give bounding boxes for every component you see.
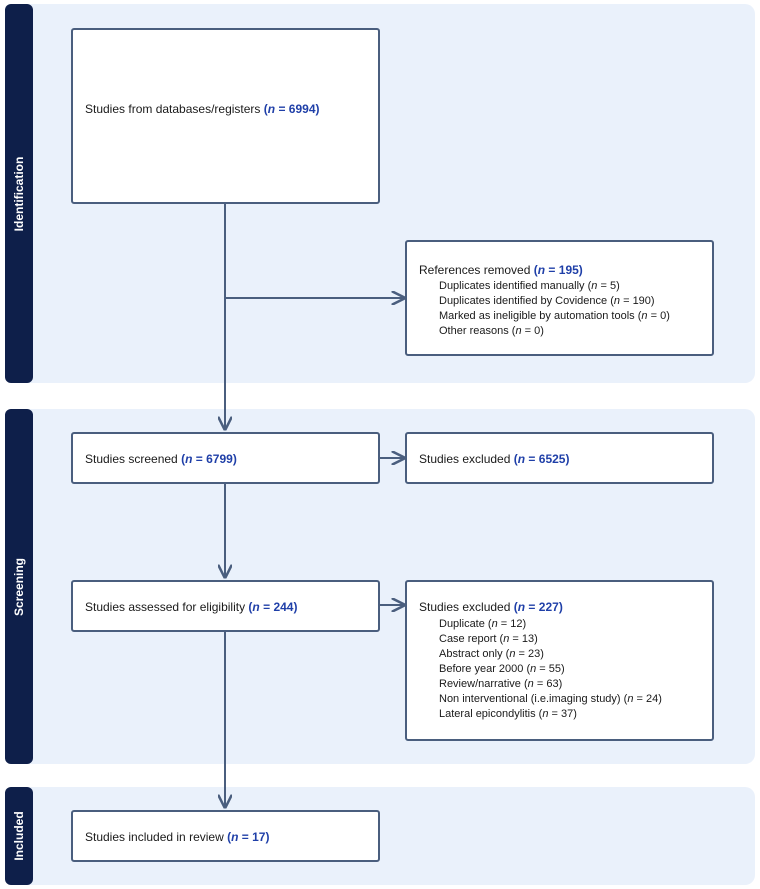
included-label-text: Included [12,811,26,861]
studies-excluded-eligibility-label: Studies excluded [419,600,511,614]
studies-included-label: Studies included in review [85,830,224,844]
list-item: Other reasons (n = 0) [439,325,544,337]
references-removed-box: References removed (n = 195) Duplicates … [405,240,714,356]
studies-excluded-screening-text: Studies excluded (n = 6525) [419,452,570,466]
screening-label-text: Screening [12,557,26,616]
studies-excluded-eligibility-box: Studies excluded (n = 227) Duplicate (n … [405,580,714,741]
list-item: Duplicates identified by Covidence (n = … [439,295,655,307]
databases-box: Studies from databases/registers (n = 69… [71,28,380,204]
references-removed-text: References removed (n = 195) [419,263,583,277]
studies-excluded-eligibility-count: 227 [538,600,559,614]
references-removed-label: References removed [419,263,531,277]
studies-included-count: 17 [252,830,266,844]
eligibility-label: Studies assessed for eligibility [85,600,246,614]
databases-text: Studies from databases/registers (n = 69… [85,102,320,116]
screening-label: Screening [5,409,33,764]
studies-included-box: Studies included in review (n = 17) [71,810,380,862]
list-item: Non interventional (i.e.imaging study) (… [439,693,662,705]
list-item: Duplicate (n = 12) [439,618,527,630]
identification-label-text: Identification [12,156,26,231]
studies-screened-text: Studies screened (n = 6799) [85,452,237,466]
list-item: Before year 2000 (n = 55) [439,663,565,675]
studies-screened-count: 6799 [206,452,233,466]
databases-label: Studies from databases/registers [85,102,261,116]
list-item: Case report (n = 13) [439,633,538,645]
list-item: Review/narrative (n = 63) [439,678,563,690]
studies-included-text: Studies included in review (n = 17) [85,830,270,844]
identification-label: Identification [5,4,33,383]
studies-excluded-eligibility-text: Studies excluded (n = 227) [419,600,563,614]
eligibility-box: Studies assessed for eligibility (n = 24… [71,580,380,632]
studies-excluded-screening-label: Studies excluded [419,452,511,466]
eligibility-text: Studies assessed for eligibility (n = 24… [85,600,298,614]
databases-count: 6994 [288,102,316,116]
studies-screened-box: Studies screened (n = 6799) [71,432,380,484]
list-item: Duplicates identified manually (n = 5) [439,280,620,292]
list-item: Lateral epicondylitis (n = 37) [439,708,577,720]
included-label: Included [5,787,33,885]
studies-screened-label: Studies screened [85,452,178,466]
references-removed-count: 195 [558,263,579,277]
eligibility-count: 244 [273,600,294,614]
studies-excluded-screening-count: 6525 [538,452,566,466]
studies-excluded-screening-box: Studies excluded (n = 6525) [405,432,714,484]
list-item: Marked as ineligible by automation tools… [439,310,670,322]
list-item: Abstract only (n = 23) [439,648,544,660]
